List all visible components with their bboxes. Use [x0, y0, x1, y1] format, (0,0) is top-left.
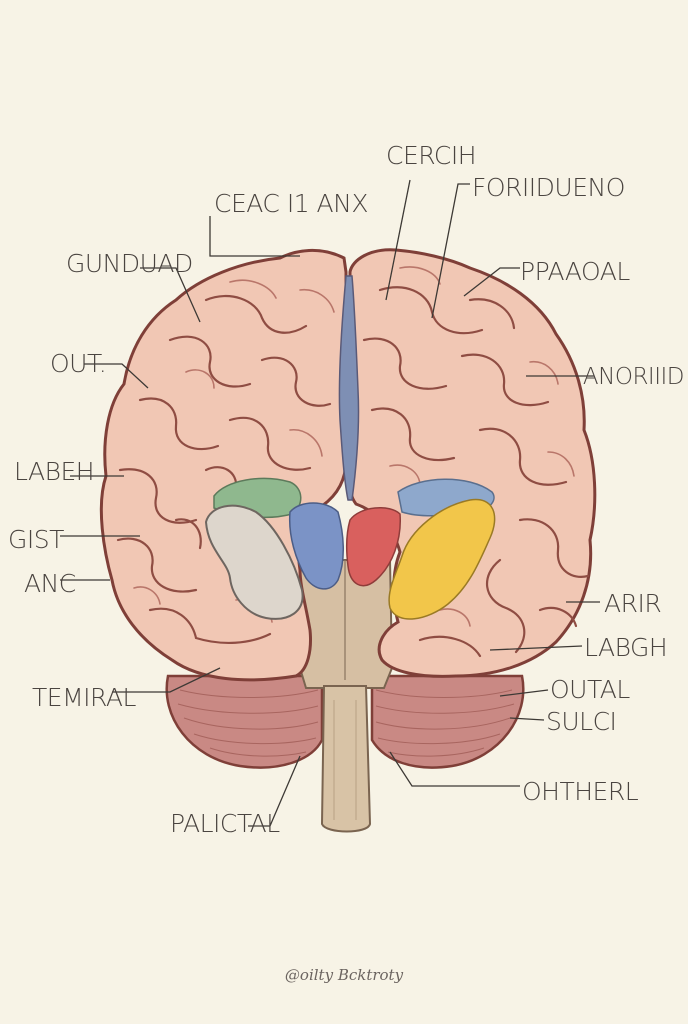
label-left-6: TEMIRAL: [32, 683, 136, 712]
label-right-1: PPAAOAL: [520, 257, 630, 286]
label-top-right-1: CERCIH: [386, 141, 476, 170]
longitudinal-fissure: [338, 275, 360, 501]
label-left-3: LABEH: [14, 457, 94, 486]
brainstem: [299, 559, 394, 833]
label-right-5: OUTAL: [550, 675, 630, 704]
label-right-4: LABGH: [584, 633, 667, 662]
label-right-7: OHTHERL: [522, 777, 639, 806]
region-yellow: [388, 498, 496, 620]
deep-regions: [204, 477, 496, 620]
labels: CEAC I1 ANX CERCIH FORIIDUENO GUNDUAD PP…: [8, 141, 685, 838]
leader-lines: [60, 179, 600, 827]
label-right-6: SULCI: [546, 707, 616, 736]
label-right-3: ARIR: [604, 589, 661, 618]
spinal-cord: [320, 685, 372, 833]
signature: @oilty Bcktroty: [285, 966, 404, 984]
label-left-1: GUNDUAD: [66, 249, 193, 278]
region-gray: [204, 504, 304, 620]
label-top-right-2: FORIIDUENO: [472, 173, 625, 202]
region-blue: [288, 502, 345, 590]
label-bottom-left: PALICTAL: [170, 809, 280, 838]
label-right-2: ANORIIID: [583, 364, 684, 390]
cerebellum-right-lobe: [370, 674, 525, 769]
label-top-center: CEAC I1 ANX: [214, 189, 368, 218]
label-left-2: OUT.: [50, 349, 106, 378]
region-red: [345, 507, 401, 587]
cerebellum: [165, 674, 525, 769]
cerebellum-left-lobe: [165, 674, 324, 769]
label-left-4: GIST: [8, 525, 64, 554]
label-left-5: ANC: [24, 569, 76, 598]
